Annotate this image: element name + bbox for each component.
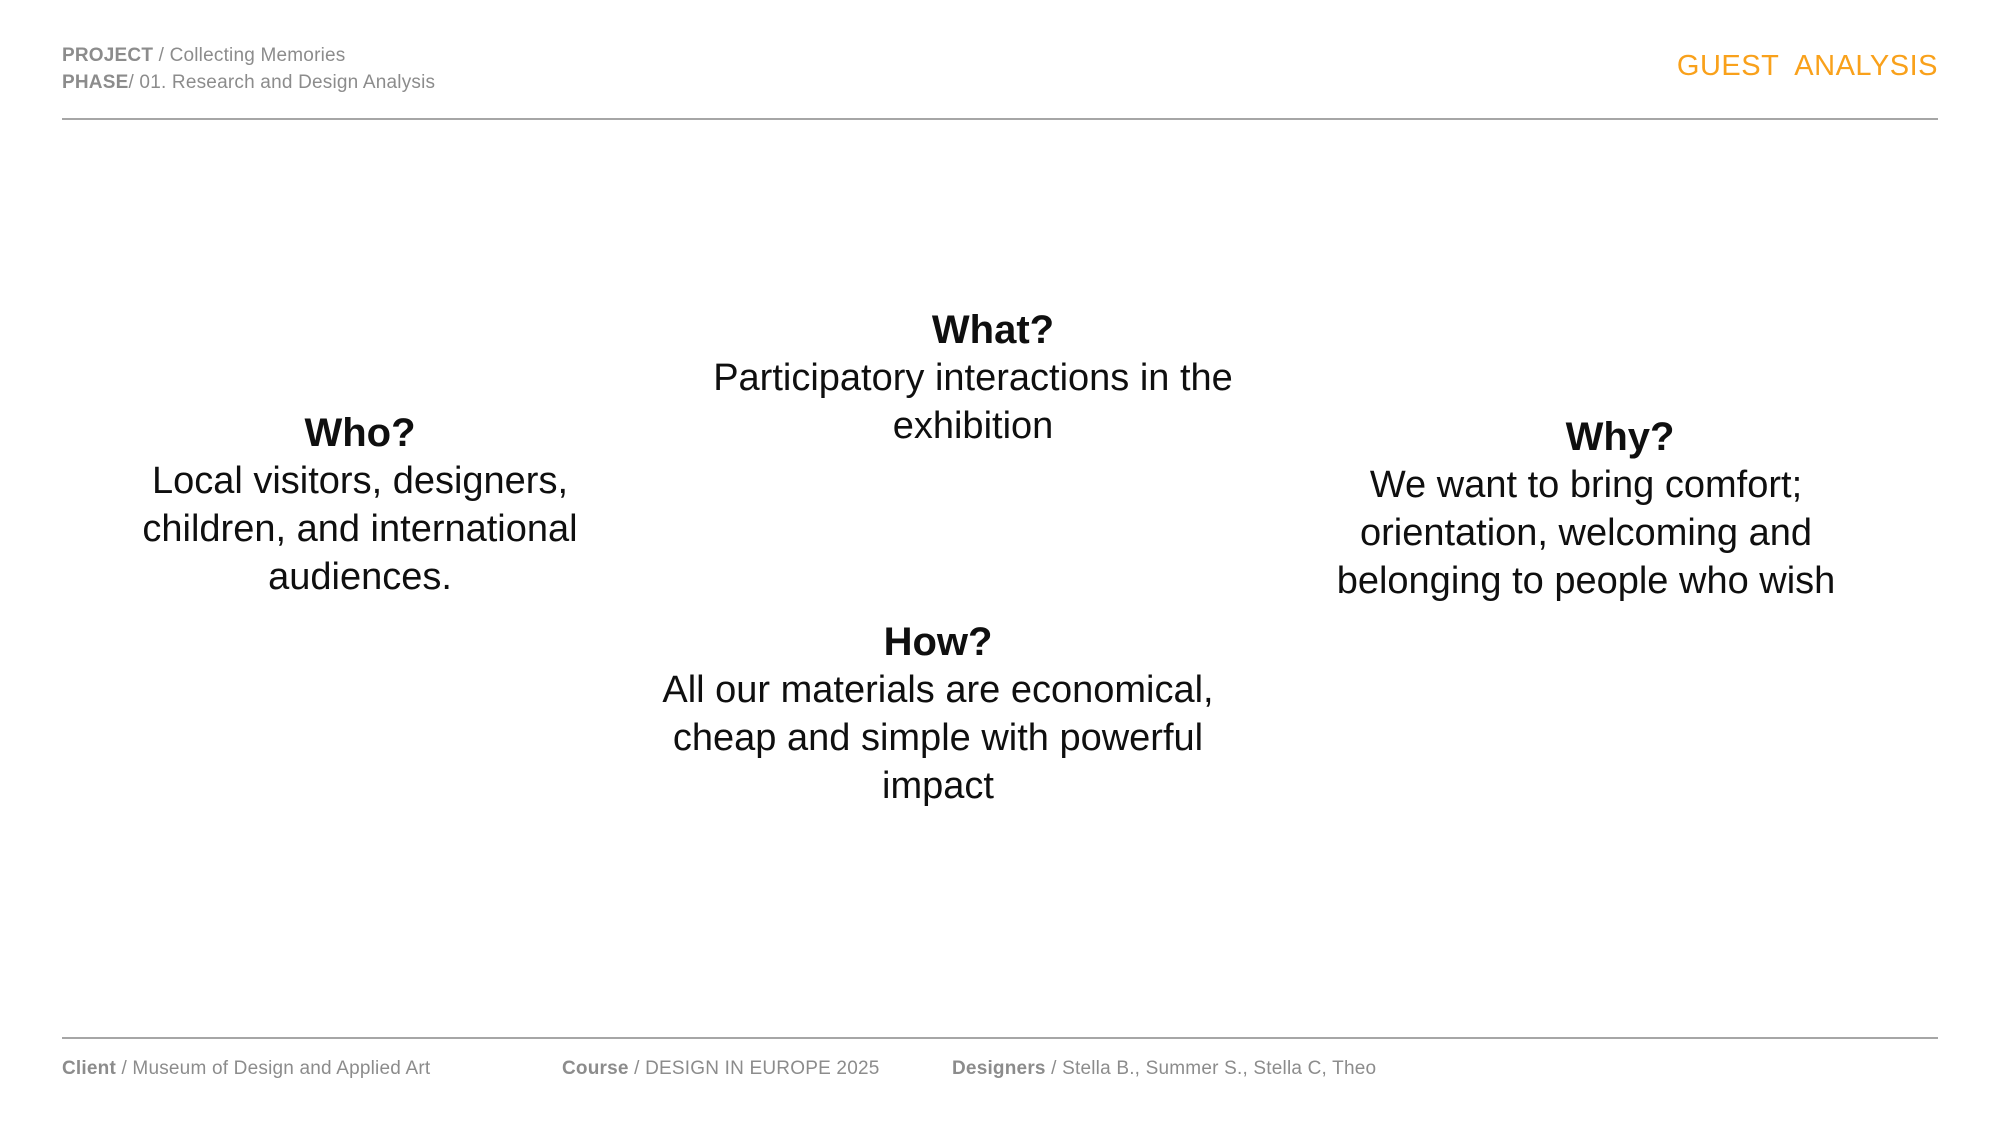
client-label: Client bbox=[62, 1058, 116, 1079]
why-body: We want to bring comfort; orientation, w… bbox=[1336, 464, 1836, 602]
footer-client: Client / Museum of Design and Applied Ar… bbox=[62, 1057, 430, 1081]
what-title: What? bbox=[931, 308, 1055, 352]
designers-value: / Stella B., Summer S., Stella C, Theo bbox=[1045, 1058, 1377, 1079]
designers-label: Designers bbox=[952, 1058, 1046, 1079]
footer-course: Course / DESIGN IN EUROPE 2025 bbox=[562, 1057, 880, 1081]
course-value: / DESIGN IN EUROPE 2025 bbox=[628, 1058, 880, 1079]
phase-label: PHASE bbox=[62, 72, 129, 93]
why-block: Why? We want to bring comfort; orientati… bbox=[1236, 413, 1936, 605]
what-body: Participatory interactions in the exhibi… bbox=[713, 357, 1233, 447]
header-divider bbox=[62, 118, 1938, 120]
what-block: What? Participatory interactions in the … bbox=[623, 306, 1323, 450]
header-meta: PROJECT / Collecting Memories PHASE/ 01.… bbox=[62, 42, 435, 96]
project-label: PROJECT bbox=[62, 45, 154, 66]
phase-value: / 01. Research and Design Analysis bbox=[128, 72, 436, 93]
phase-line: PHASE/ 01. Research and Design Analysis bbox=[62, 69, 435, 96]
why-title: Why? bbox=[1565, 415, 1675, 459]
footer-divider bbox=[62, 1037, 1938, 1039]
how-block: How? All our materials are economical, c… bbox=[588, 618, 1288, 810]
course-label: Course bbox=[562, 1058, 629, 1079]
who-block: Who? Local visitors, designers, children… bbox=[10, 409, 710, 601]
project-value: / Collecting Memories bbox=[153, 45, 346, 66]
who-body: Local visitors, designers, children, and… bbox=[142, 460, 578, 598]
client-value: / Museum of Design and Applied Art bbox=[115, 1058, 431, 1079]
footer-designers: Designers / Stella B., Summer S., Stella… bbox=[952, 1057, 1376, 1081]
how-title: How? bbox=[883, 620, 993, 664]
who-title: Who? bbox=[304, 411, 416, 455]
project-line: PROJECT / Collecting Memories bbox=[62, 42, 435, 69]
how-body: All our materials are economical, cheap … bbox=[662, 669, 1214, 807]
guest-analysis-badge: GUEST ANALYSIS bbox=[1676, 50, 1938, 82]
